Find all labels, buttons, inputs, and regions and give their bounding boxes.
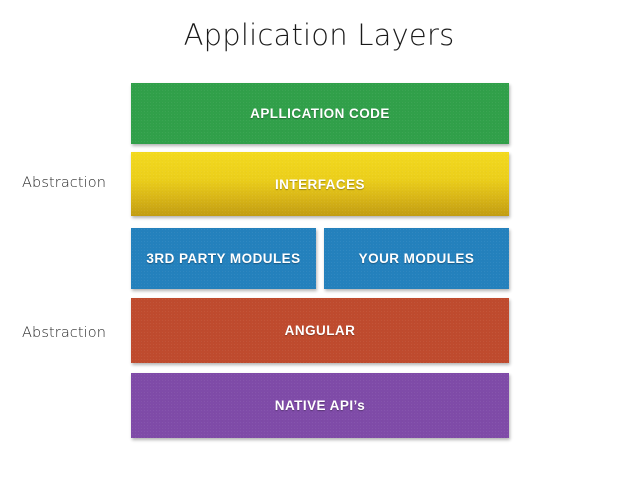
layer-bar-application-code[interactable]: APLLICATION CODE [131, 83, 509, 144]
layer-label-your-modules: YOUR MODULES [358, 251, 475, 266]
layer-bar-third-party-modules[interactable]: 3RD PARTY MODULES [131, 228, 316, 289]
layer-label-angular: ANGULAR [284, 323, 356, 338]
layer-label-application-code: APLLICATION CODE [250, 106, 390, 121]
layer-bar-interfaces[interactable]: INTERFACES [131, 152, 509, 216]
layer-bar-native-apis[interactable]: NATIVE API’s [131, 373, 509, 438]
layer-label-third-party-modules: 3RD PARTY MODULES [146, 251, 301, 266]
layer-label-interfaces: INTERFACES [274, 176, 365, 192]
abstraction-label-lower: Abstraction [22, 325, 107, 341]
layer-bar-your-modules[interactable]: YOUR MODULES [324, 228, 509, 289]
page-title: Application Layers [183, 18, 455, 52]
layer-bar-angular[interactable]: ANGULAR [131, 298, 509, 363]
abstraction-label-upper: Abstraction [22, 175, 107, 191]
layer-label-native-apis: NATIVE API’s [274, 398, 366, 413]
